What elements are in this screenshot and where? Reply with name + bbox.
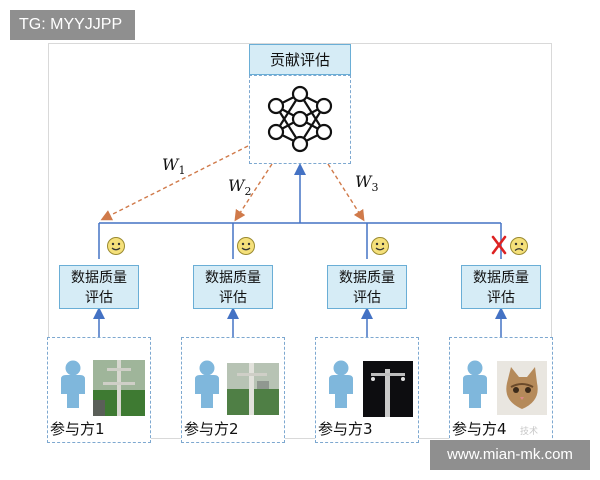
diagram-panel [48,43,552,439]
weight-arrow-3 [327,163,365,222]
top-left-tag: TG: MYYJJPP [10,10,135,40]
participant-box-4: 参与方4 技术 [449,337,553,443]
neural-network-icon [267,85,333,153]
data-quality-box-3: 数据质量 评估 [327,265,407,309]
data-quality-box-1: 数据质量 评估 [59,265,139,309]
participant-label: 参与方4 [452,420,507,438]
utility-pole-photo [227,363,279,415]
data-quality-line1: 数据质量 [71,270,127,286]
weight-label-1: W1 [162,155,186,178]
insulator-night-photo [363,361,413,417]
data-quality-line2: 评估 [219,290,247,306]
participant-label: 参与方1 [50,420,105,438]
kitten-photo [497,361,547,415]
contribution-evaluation-title: 贡献评估 [249,44,351,75]
data-quality-line1: 数据质量 [339,270,395,286]
person-icon [463,360,487,408]
data-quality-box-4: 数据质量 评估 [461,265,541,309]
power-pole-photo [93,360,145,416]
participant-box-2: 参与方2 [181,337,285,443]
person-icon [61,360,85,408]
smiley-icon [237,237,255,255]
smiley-icon [371,237,389,255]
person-icon [195,360,219,408]
data-quality-line2: 评估 [353,290,381,306]
participant-box-3: 参与方3 [315,337,419,443]
participant-label: 参与方3 [318,420,373,438]
watermark-text: 技术 [520,427,539,437]
data-quality-line2: 评估 [85,290,113,306]
data-quality-line1: 数据质量 [205,270,261,286]
bottom-right-url-tag[interactable]: www.mian-mk.com [430,440,590,470]
data-quality-line2: 评估 [487,290,515,306]
smiley-icon [107,237,125,255]
participant-box-1: 参与方1 [47,337,151,443]
sad-face-icon [510,237,528,255]
red-x-icon [491,235,507,255]
neural-network-box [249,75,351,164]
weight-arrow-2 [234,163,273,222]
weight-label-2: W2 [228,176,252,199]
data-quality-line1: 数据质量 [473,270,529,286]
data-quality-box-2: 数据质量 评估 [193,265,273,309]
weight-label-3: W3 [355,172,379,195]
weight-arrow-1 [100,145,249,221]
participant-label: 参与方2 [184,420,239,438]
person-icon [329,360,353,408]
